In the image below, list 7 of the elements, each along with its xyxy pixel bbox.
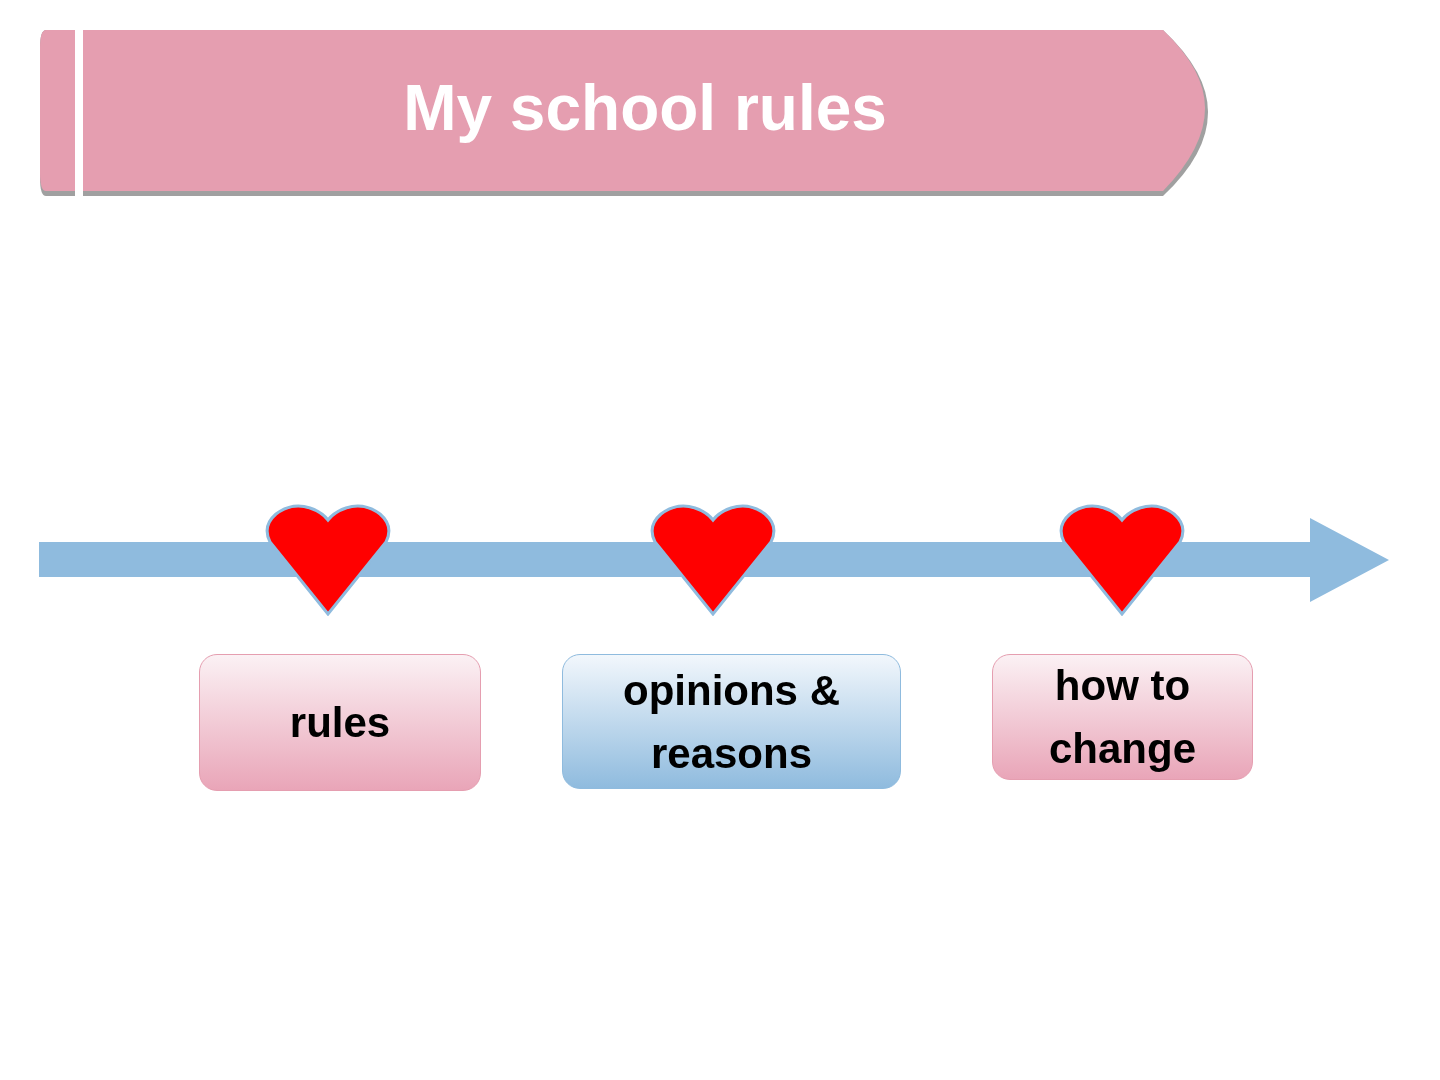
topic-box [562,654,901,789]
topic-box [992,654,1253,780]
topic-box [199,654,481,791]
topic-label: how to change [1047,661,1197,774]
topic-label: rules [289,698,391,748]
title: My school rules [402,71,888,146]
topic-label: opinions & reasons [622,665,841,779]
